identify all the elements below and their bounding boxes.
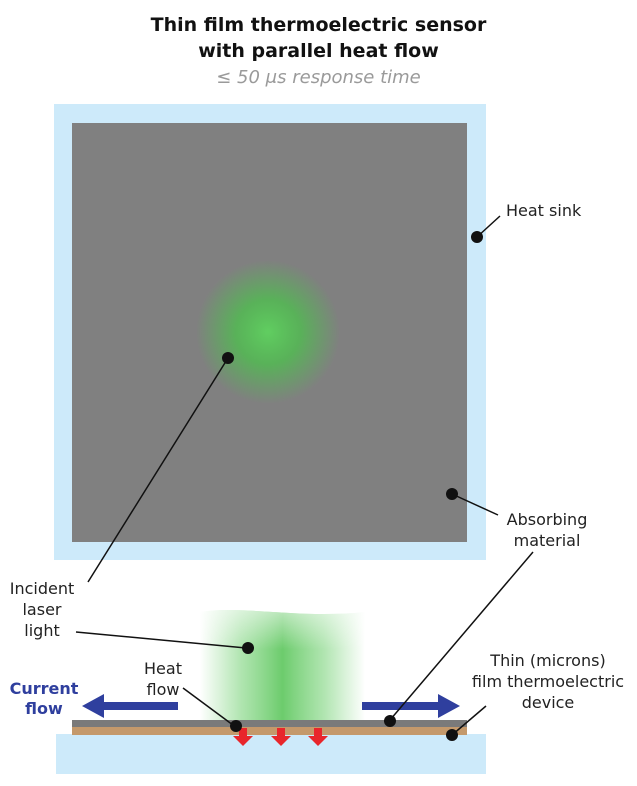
leader-incident-beam [75,631,247,649]
label-device-2: film thermoelectric [472,672,624,691]
dot-absorber-layer [384,715,396,727]
label-heat-flow-2: flow [147,680,180,699]
dot-absorbing [446,488,458,500]
label-absorbing-1: Absorbing [507,510,588,529]
leader-thin-film [451,705,487,736]
label-current-flow-1: Current [10,679,79,698]
heat-arrow-2 [271,728,291,746]
current-arrow-left [82,694,178,718]
dot-heat-flow [230,720,242,732]
dot-laser-beam [242,642,254,654]
leader-absorbing [451,493,499,516]
laser-spot [196,260,340,404]
label-heat-flow-1: Heat [144,659,182,678]
heat-arrow-1 [233,728,253,746]
leader-heat-flow [182,687,238,729]
label-absorbing-2: material [514,531,581,550]
label-incident-1: Incident [10,579,75,598]
title-line-1: Thin film thermoelectric sensor [150,14,487,36]
current-arrow-right [362,694,460,718]
label-device-3: device [522,693,575,712]
dot-heat-sink [471,231,483,243]
label-current-flow-2: flow [25,699,63,718]
label-device-1: Thin (microns) [489,651,605,670]
heat-arrow-3 [308,728,328,746]
absorber-layer [72,720,467,727]
heat-sink-base [56,734,486,774]
label-incident-3: light [24,621,59,640]
dot-laser-spot [222,352,234,364]
thin-film-layer [72,726,467,735]
dot-thin-film [446,729,458,741]
title-line-2: with parallel heat flow [198,40,439,62]
label-incident-2: laser [22,600,61,619]
subtitle: ≤ 50 μs response time [216,67,421,88]
current-flow-arrows [82,694,460,718]
heat-flow-arrows [233,728,328,746]
leader-incident-spot [87,357,229,583]
laser-beam-fade [200,609,365,722]
leader-absorber-layer [389,551,534,721]
label-heat-sink: Heat sink [506,201,582,220]
